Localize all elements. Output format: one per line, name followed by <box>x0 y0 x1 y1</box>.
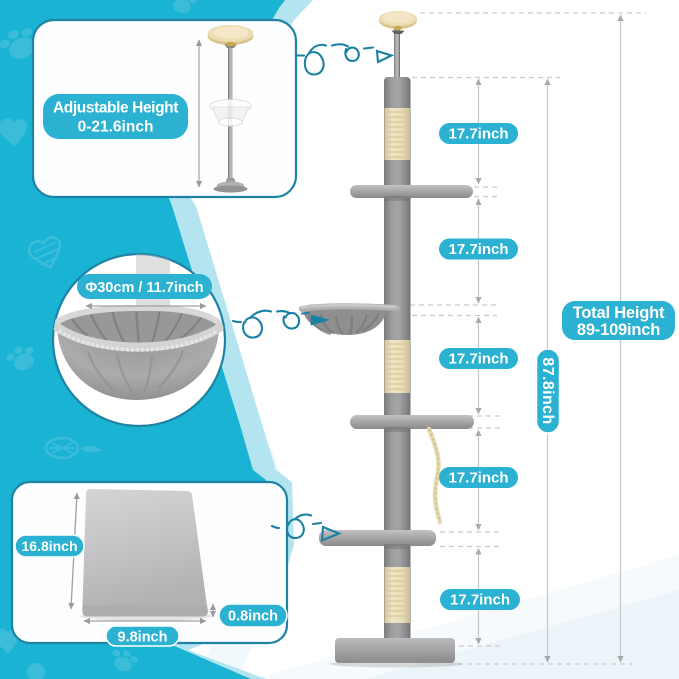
svg-text:Adjustable Height: Adjustable Height <box>53 100 178 117</box>
svg-text:17.7inch: 17.7inch <box>448 351 508 368</box>
svg-text:17.7inch: 17.7inch <box>448 126 508 143</box>
svg-text:0.8inch: 0.8inch <box>228 609 278 625</box>
svg-text:Total Height: Total Height <box>573 304 665 322</box>
svg-text:0-21.6inch: 0-21.6inch <box>78 119 154 136</box>
svg-text:87.8inch: 87.8inch <box>539 357 556 424</box>
svg-text:Φ30cm / 11.7inch: Φ30cm / 11.7inch <box>85 280 203 296</box>
svg-text:17.7inch: 17.7inch <box>448 241 508 258</box>
svg-text:16.8inch: 16.8inch <box>21 538 77 554</box>
svg-text:17.7inch: 17.7inch <box>450 592 510 609</box>
svg-text:17.7inch: 17.7inch <box>448 470 508 487</box>
svg-text:9.8inch: 9.8inch <box>118 629 168 645</box>
svg-text:89-109inch: 89-109inch <box>577 321 660 339</box>
